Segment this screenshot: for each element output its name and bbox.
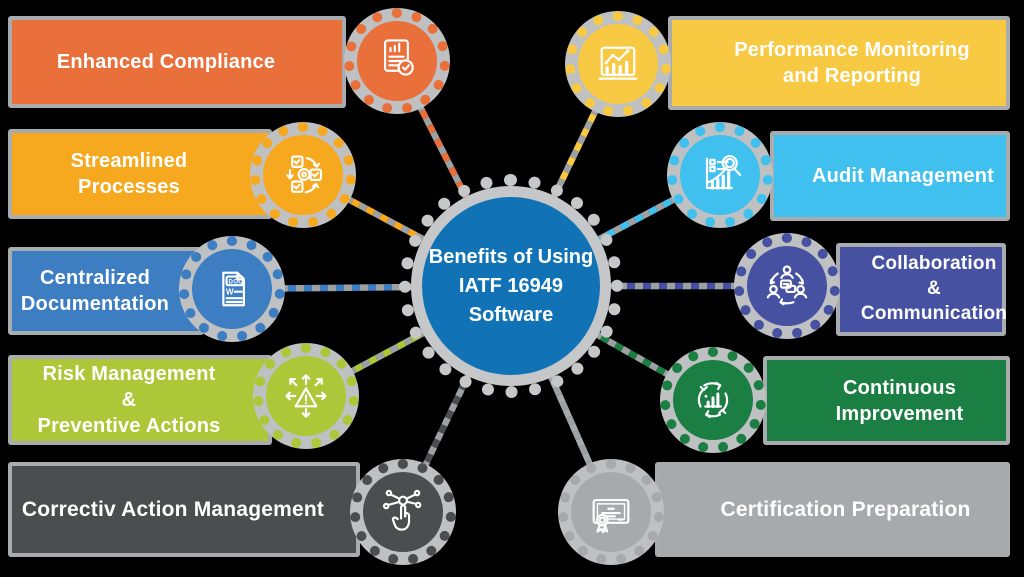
banner-collaboration-communication: Collaboration & Communication [836,243,1008,336]
banner-label: Correctiv Action Management [21,497,325,521]
badge-streamlined-processes [250,122,356,228]
banner-enhanced-compliance: Enhanced Compliance [8,16,346,108]
badge-core [363,472,443,552]
banner-label: Streamlined Processes [70,150,188,198]
badge-corrective-action-management [350,459,456,565]
banner-label: Collaboration & Communication [860,253,1008,324]
corrective-action-icon [382,489,422,531]
badge-core [357,21,437,101]
badge-core [263,135,343,215]
banner-streamlined-processes: Streamlined Processes [8,129,272,219]
audit-magnifier-icon [705,154,742,190]
badge-core [578,24,658,104]
hub-title: Benefits of Using IATF 16949 Software [428,245,594,326]
badge-core [571,472,651,552]
banner-label: Performance Monitoring and Reporting [734,39,970,87]
certificate-icon [592,499,630,534]
svg-text:DOC: DOC [229,279,244,285]
badge-core: DOC W [192,249,272,329]
document-check-icon [384,39,414,76]
banner-corrective-action-management: Correctiv Action Management [8,462,360,557]
svg-text:W: W [226,287,234,296]
risk-alert-icon [285,374,327,418]
badge-core [680,135,760,215]
performance-chart-icon [598,46,638,80]
process-cycle-icon [286,155,322,194]
badge-performance-monitoring [565,11,671,117]
banner-label: Centralized Documentation [20,267,170,315]
banner-audit-management: Audit Management [770,131,1010,221]
badge-certification-preparation [558,459,664,565]
badge-centralized-documentation: DOC W [179,236,285,342]
banner-risk-management: Risk Management & Preventive Actions [8,355,272,445]
badge-enhanced-compliance [344,8,450,114]
banner-continuous-improvement: Continuous Improvement [763,356,1010,445]
banner-label: Continuous Improvement [835,376,964,425]
banner-label: Audit Management [811,165,995,187]
banner-centralized-documentation: Centralized Documentation [8,247,204,335]
banner-performance-monitoring: Performance Monitoring and Reporting [668,16,1010,110]
collaboration-icon [766,265,808,306]
banner-label: Risk Management & Preventive Actions [37,363,221,437]
badge-collaboration-communication [734,233,840,339]
badge-audit-management [667,122,773,228]
banner-certification-preparation: Certification Preparation [655,462,1010,557]
badge-core [673,360,753,440]
hub-ring: Benefits of Using IATF 16949 Software [399,174,623,398]
banner-label: Enhanced Compliance [56,51,276,73]
document-file-icon: DOC W [222,271,245,307]
hub-circle: Benefits of Using IATF 16949 Software [422,197,600,375]
badge-risk-management [253,343,359,449]
badge-continuous-improvement [660,347,766,453]
badge-core [747,246,827,326]
banner-label: Certification Preparation [720,497,971,521]
badge-core [266,356,346,436]
continuous-improvement-icon [697,381,729,419]
